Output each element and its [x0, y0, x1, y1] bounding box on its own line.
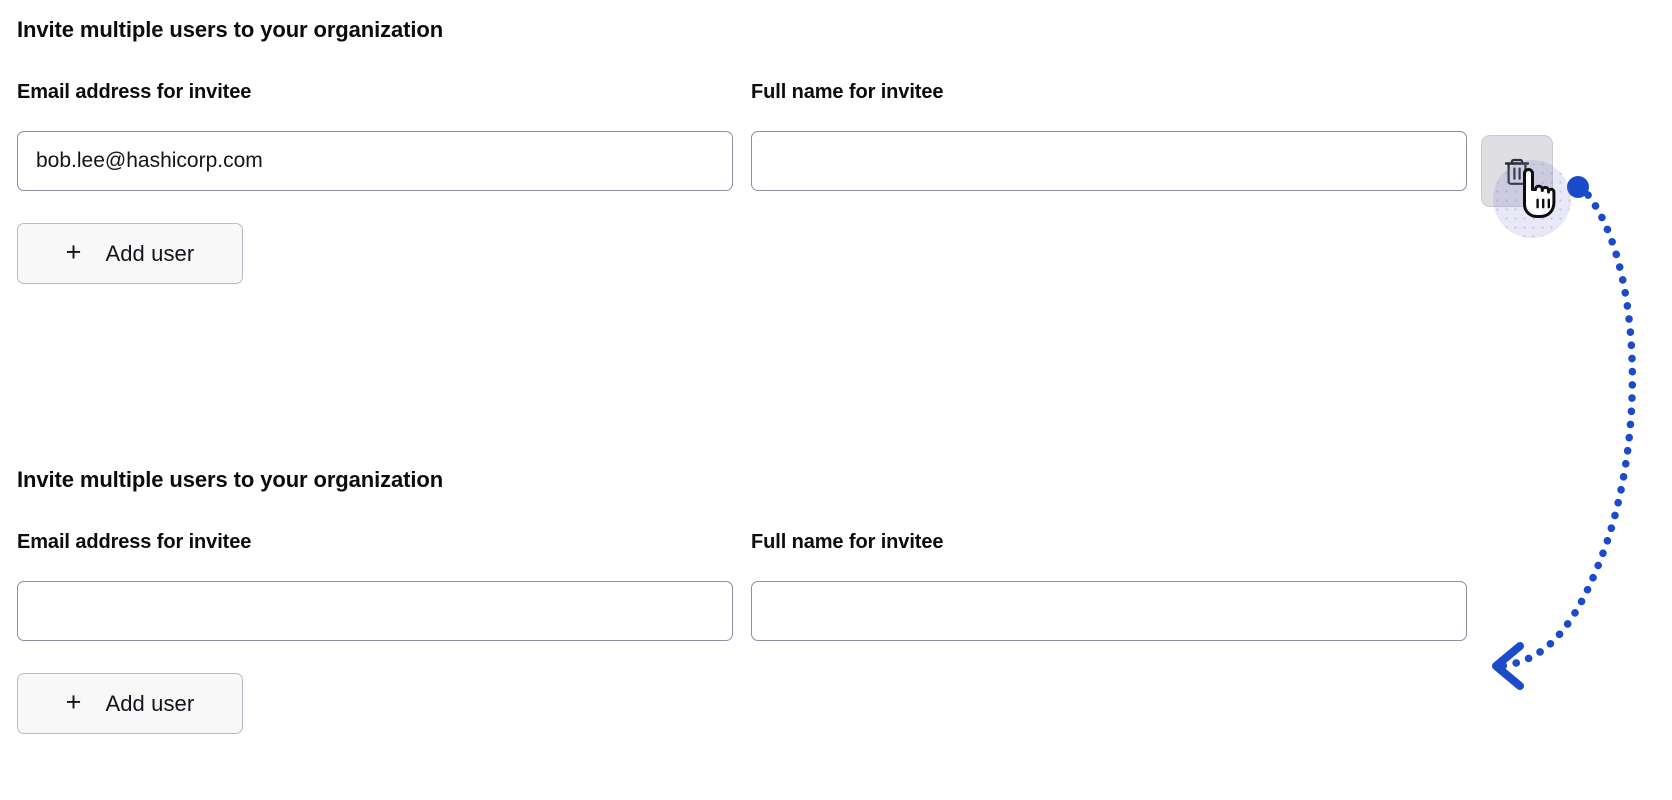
add-user-button-label: Add user — [105, 690, 195, 716]
fullname-input[interactable] — [751, 131, 1467, 191]
fullname-field-label: Full name for invitee — [751, 81, 944, 103]
email-field-label: Email address for invitee — [17, 81, 252, 103]
email-input[interactable] — [17, 581, 733, 641]
plus-icon: + — [65, 687, 82, 717]
plus-icon: + — [65, 237, 82, 267]
add-user-button[interactable]: + Add user — [17, 223, 243, 284]
add-user-button-label: Add user — [105, 240, 195, 266]
email-field-label: Email address for invitee — [17, 531, 252, 553]
page-title: Invite multiple users to your organizati… — [17, 17, 444, 42]
annotation-arrowhead — [1492, 642, 1524, 690]
email-input[interactable] — [17, 131, 733, 191]
trash-icon — [1504, 157, 1530, 186]
add-user-button[interactable]: + Add user — [17, 673, 243, 734]
fullname-field-label: Full name for invitee — [751, 531, 944, 553]
fullname-input[interactable] — [751, 581, 1467, 641]
annotation-dotted-path — [1496, 191, 1637, 670]
page-title: Invite multiple users to your organizati… — [17, 467, 444, 492]
delete-user-button[interactable] — [1481, 135, 1553, 207]
annotation-start-dot — [1567, 176, 1589, 198]
